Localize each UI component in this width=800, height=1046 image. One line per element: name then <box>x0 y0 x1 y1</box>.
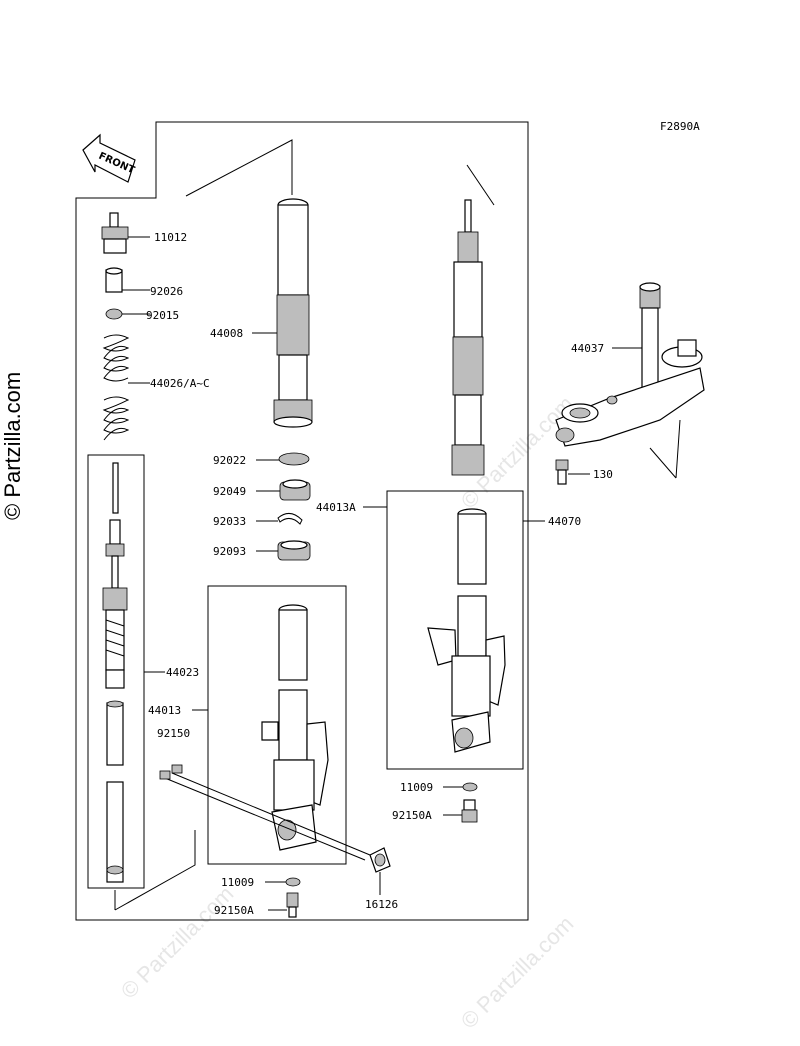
outer-tube-a-box <box>386 490 524 770</box>
part-label[interactable]: 44008 <box>210 327 243 340</box>
assembly-frame <box>75 121 529 921</box>
inner-tube-part <box>273 198 313 428</box>
part-label[interactable]: 44037 <box>571 342 604 355</box>
collar-part <box>105 267 123 293</box>
part-label[interactable]: 11009 <box>221 876 254 889</box>
part-label[interactable]: 16126 <box>365 898 398 911</box>
watermark-side: © Partzilla.com <box>0 372 25 520</box>
fork-assy-part <box>451 199 485 476</box>
fork-spring-part <box>102 334 130 441</box>
part-label[interactable]: 92150 <box>157 727 190 740</box>
part-label[interactable]: 92093 <box>213 545 246 558</box>
damper-rod-part <box>102 462 128 883</box>
part-label[interactable]: 92022 <box>213 454 246 467</box>
outer-tube-part <box>261 604 329 851</box>
part-label[interactable]: 11009 <box>400 781 433 794</box>
part-label[interactable]: 44070 <box>548 515 581 528</box>
part-label[interactable]: 44013A <box>316 501 356 514</box>
dust-seal-part <box>277 540 311 561</box>
part-label[interactable]: 92033 <box>213 515 246 528</box>
retaining-ring-part <box>277 513 303 525</box>
oil-seal-part <box>279 479 311 501</box>
part-label[interactable]: 92026 <box>150 285 183 298</box>
drain-bolt-part <box>369 847 391 873</box>
stem-bolt-part <box>555 459 569 485</box>
allen-bolt-part <box>286 892 299 918</box>
nut-part <box>105 308 123 320</box>
watermark: © Partzilla.com <box>456 911 579 1034</box>
part-labels: 11012 92026 92015 44026/A~C 44008 44037 … <box>146 231 613 917</box>
front-arrow: FRONT <box>82 133 136 183</box>
part-label[interactable]: 44026/A~C <box>150 377 210 390</box>
axle-bolt-part <box>159 764 183 780</box>
part-label[interactable]: 92150A <box>392 809 432 822</box>
washer-part <box>278 452 310 466</box>
cap-bolt-part <box>101 212 129 254</box>
diagram-code: F2890A <box>660 120 700 133</box>
outer-tube-a-part <box>427 508 506 753</box>
gasket-part <box>462 782 478 792</box>
allen-bolt-part <box>461 799 478 823</box>
outer-tube-box <box>207 585 347 865</box>
steering-stem-part <box>555 282 705 447</box>
gasket-part <box>285 877 301 887</box>
part-label[interactable]: 130 <box>593 468 613 481</box>
part-label[interactable]: 44013 <box>148 704 181 717</box>
part-label[interactable]: 11012 <box>154 231 187 244</box>
part-label[interactable]: 92015 <box>146 309 179 322</box>
part-label[interactable]: 92150A <box>214 904 254 917</box>
part-label[interactable]: 44023 <box>166 666 199 679</box>
part-label[interactable]: 92049 <box>213 485 246 498</box>
